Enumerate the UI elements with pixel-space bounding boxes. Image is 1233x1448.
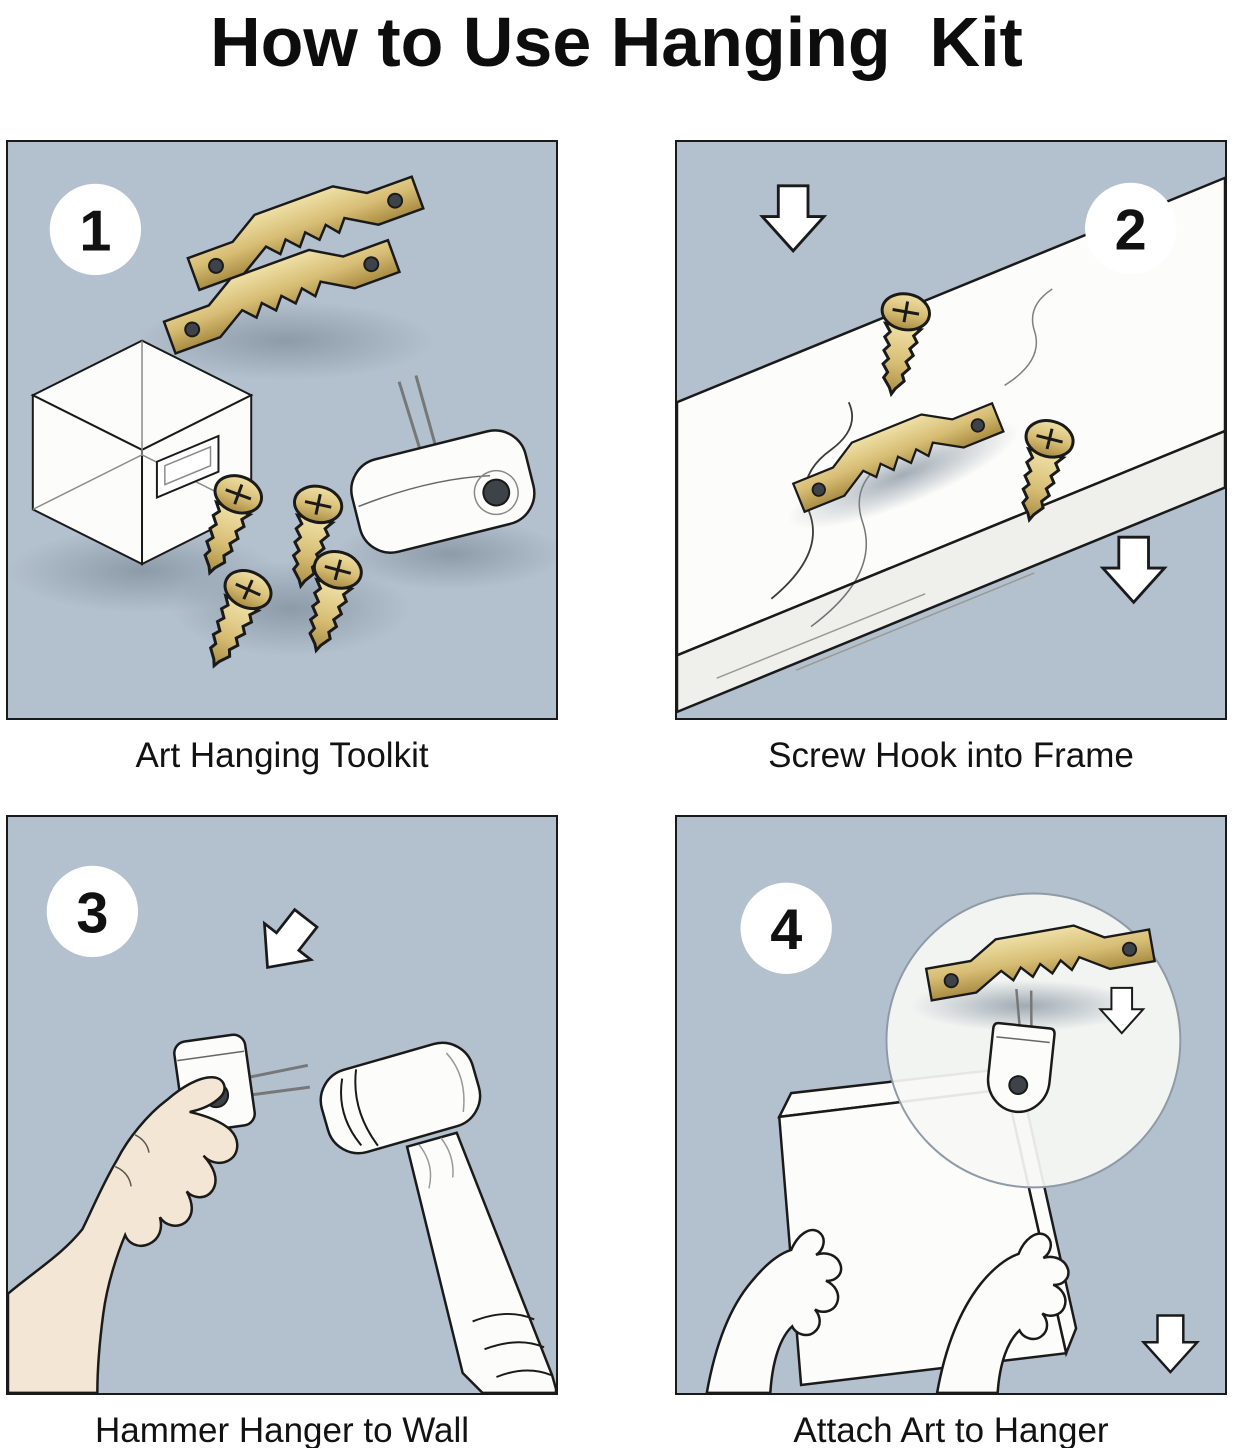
zoom-detail <box>885 892 1182 1188</box>
step-number: 4 <box>770 898 802 962</box>
step-number: 3 <box>76 881 108 945</box>
step-1-caption: Art Hanging Toolkit <box>135 735 429 775</box>
step-4-illustration: 4 <box>675 814 1227 1395</box>
panel-step-2: 2 Screw Hook into Frame <box>675 139 1227 815</box>
step-number-badge <box>46 865 139 957</box>
step-number-badge <box>1085 182 1177 274</box>
hammer <box>319 1041 556 1393</box>
step-number: 1 <box>79 199 111 263</box>
hand <box>935 1232 1070 1393</box>
step-1-illustration: 1 <box>6 139 558 720</box>
step-3-illustration: 3 <box>6 814 558 1395</box>
step-2-illustration: 2 <box>675 139 1227 720</box>
step-number: 2 <box>1115 198 1147 262</box>
page-title: How to Use Hanging Kit <box>210 3 1023 81</box>
step-number-badge <box>49 183 142 275</box>
hand <box>8 1075 239 1393</box>
panel-step-1: 1 Art Hanging Toolkit <box>6 139 558 815</box>
panel-step-3: 3 Hammer Hanger to Wall <box>6 814 558 1448</box>
steps-grid: 1 Art Hanging Toolkit <box>0 139 1233 1448</box>
step-3-caption: Hammer Hanger to Wall <box>94 1410 470 1448</box>
panel-step-4: 4 Attach Art to Hanger <box>675 814 1227 1448</box>
wall-hook-flat <box>350 374 536 554</box>
step-number-badge <box>740 882 832 974</box>
hand <box>705 1228 843 1393</box>
step-2-caption: Screw Hook into Frame <box>768 735 1134 775</box>
step-4-caption: Attach Art to Hanger <box>793 1410 1109 1448</box>
